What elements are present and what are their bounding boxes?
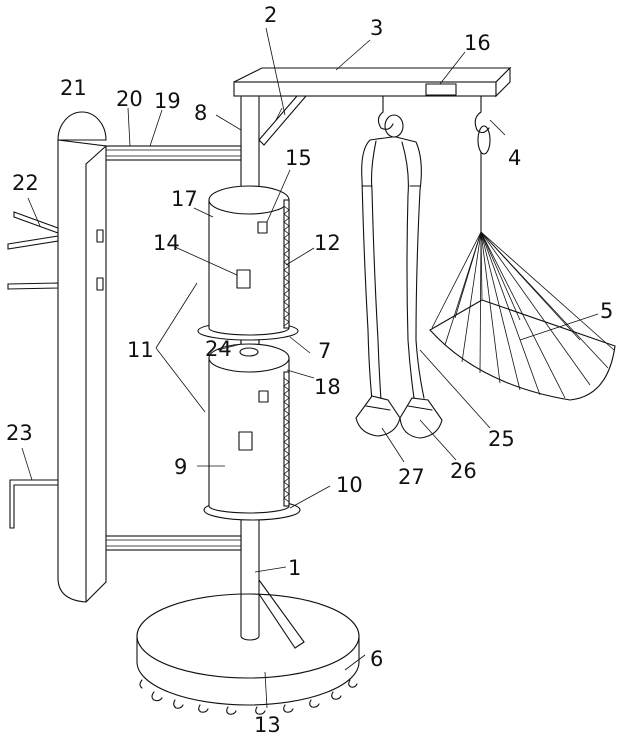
label-1: 1 <box>288 556 301 580</box>
label-20: 20 <box>116 87 143 111</box>
label-21: 21 <box>60 76 87 100</box>
label-24: 24 <box>205 337 232 361</box>
label-5: 5 <box>600 299 613 323</box>
left-board <box>58 112 106 602</box>
net-bag <box>430 152 615 400</box>
label-9: 9 <box>174 455 187 479</box>
label-22: 22 <box>12 171 39 195</box>
label-18: 18 <box>314 375 341 399</box>
straps <box>362 137 424 400</box>
label-26: 26 <box>450 459 477 483</box>
left-pegs <box>8 212 58 289</box>
label-7: 7 <box>318 339 331 363</box>
base-disc <box>137 594 359 705</box>
lower-rod <box>99 536 241 550</box>
lower-cylinder <box>204 344 300 520</box>
label-17: 17 <box>171 187 198 211</box>
foot-loops <box>356 396 442 438</box>
label-2: 2 <box>264 3 277 27</box>
label-14: 14 <box>153 231 180 255</box>
label-23: 23 <box>6 421 33 445</box>
right-hook <box>475 96 490 154</box>
label-15: 15 <box>285 146 312 170</box>
label-25: 25 <box>488 427 515 451</box>
label-3: 3 <box>370 16 383 40</box>
label-6: 6 <box>370 647 383 671</box>
label-27: 27 <box>398 465 425 489</box>
label-11: 11 <box>127 338 154 362</box>
label-8: 8 <box>194 101 207 125</box>
upper-cylinder <box>198 186 298 352</box>
label-4: 4 <box>508 146 521 170</box>
label-10: 10 <box>336 473 363 497</box>
label-12: 12 <box>314 231 341 255</box>
left-bracket <box>10 480 58 528</box>
upper-rod <box>99 146 241 160</box>
label-16: 16 <box>464 31 491 55</box>
left-hook <box>378 96 403 137</box>
label-13: 13 <box>254 713 281 737</box>
label-19: 19 <box>154 89 181 113</box>
